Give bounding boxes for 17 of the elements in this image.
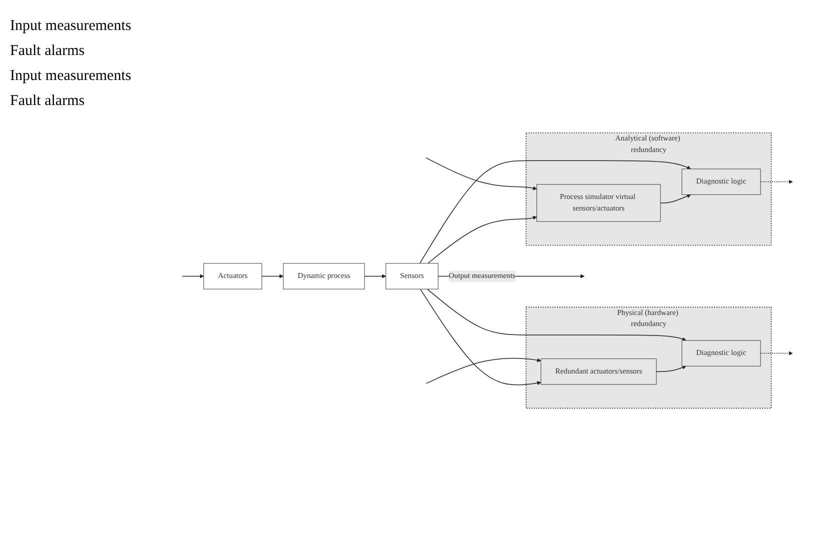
arrow (262, 274, 284, 278)
arrow (420, 288, 542, 386)
note-text: Fault alarms (10, 43, 86, 60)
arrow (426, 358, 542, 384)
arrow (656, 365, 686, 372)
arrow (426, 288, 686, 342)
arrow (182, 274, 204, 278)
note-text: Input measurements (10, 68, 132, 85)
arrow (419, 160, 692, 264)
note-text: Fault alarms (10, 93, 86, 110)
arrow (427, 216, 537, 264)
note-text: Input measurements (10, 18, 132, 35)
arrow (426, 157, 537, 190)
arrow (760, 351, 793, 356)
arrow (760, 180, 793, 184)
arrow (660, 194, 692, 204)
arrow (364, 274, 386, 278)
